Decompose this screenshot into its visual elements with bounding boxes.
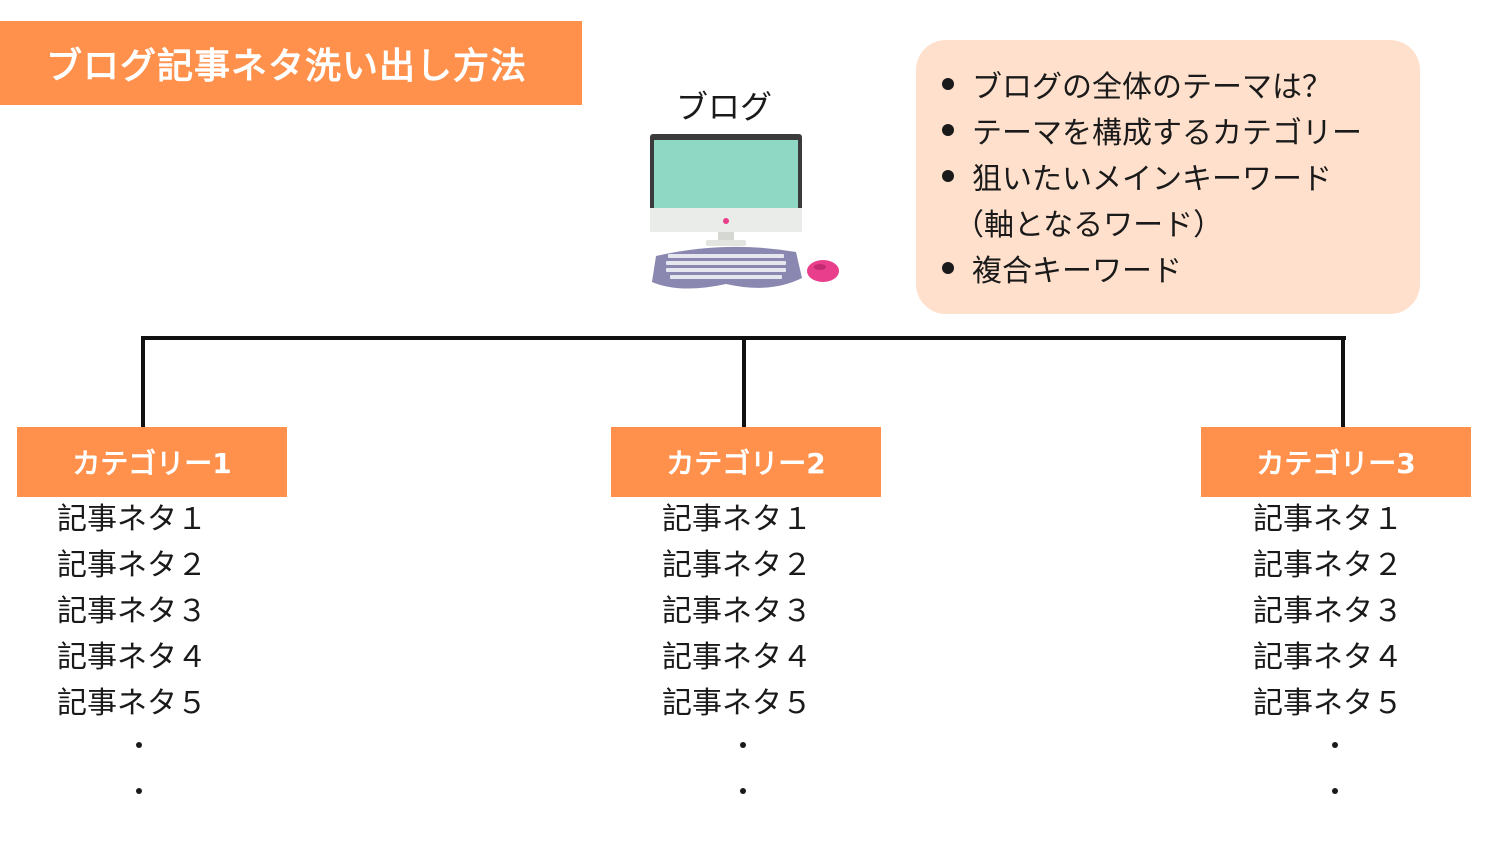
connector-category-3 [1341,336,1345,427]
mouse-button [814,264,826,270]
info-item-label: 複合キーワード [972,254,1182,289]
continuation-dot [1332,742,1338,748]
keyboard-body [652,246,802,289]
bullet-dot [942,78,954,90]
info-item-label: 狙いたいメインキーワード [972,162,1332,197]
info-item-compound-keyword: 複合キーワード [942,246,1182,290]
continuation-dot [1332,788,1338,794]
topic-item: 記事ネタ２ [57,548,207,583]
topic-list-3: 記事ネタ１ 記事ネタ２ 記事ネタ３ 記事ネタ４ 記事ネタ５ [1253,497,1492,727]
topic-item: 記事ネタ４ [1253,640,1403,675]
category-label: カテゴリー3 [1256,447,1416,480]
continuation-dot [136,788,142,794]
category-box-3: カテゴリー3 [1201,427,1471,497]
continuation-dot [740,788,746,794]
topic-item: 記事ネタ１ [57,502,207,537]
info-item-label: ブログの全体のテーマは？ [972,70,1332,105]
topic-item: 記事ネタ３ [662,594,812,629]
mouse-body [807,260,839,282]
monitor-screen [654,140,798,208]
info-box: ブログの全体のテーマは？ テーマを構成するカテゴリー 狙いたいメインキーワード … [916,40,1420,314]
info-item-theme: ブログの全体のテーマは？ [942,62,1332,106]
info-item-categories: テーマを構成するカテゴリー [942,108,1362,152]
topic-item: 記事ネタ２ [662,548,812,583]
monitor-base [706,240,746,246]
monitor-stand [718,232,734,242]
bullet-dot [942,124,954,136]
continuation-dot [740,742,746,748]
continuation-dot [136,742,142,748]
category-box-2: カテゴリー2 [611,427,881,497]
topic-list-2: 記事ネタ１ 記事ネタ２ 記事ネタ３ 記事ネタ４ 記事ネタ５ [662,497,902,727]
info-item-label: テーマを構成するカテゴリー [972,116,1362,151]
page-title: ブログ記事ネタ洗い出し方法 [46,46,528,87]
topic-item: 記事ネタ５ [662,686,812,721]
topic-item: 記事ネタ３ [57,594,207,629]
bullet-dot [942,170,954,182]
info-item-main-keyword: 狙いたいメインキーワード [942,154,1332,198]
category-label: カテゴリー2 [666,447,826,480]
topic-item: 記事ネタ４ [662,640,812,675]
keyboard-keys [666,254,786,279]
topic-item: 記事ネタ４ [57,640,207,675]
category-box-1: カテゴリー1 [17,427,287,497]
topic-list-1: 記事ネタ１ 記事ネタ２ 記事ネタ３ 記事ネタ４ 記事ネタ５ [57,497,297,727]
topic-item: 記事ネタ５ [1253,686,1403,721]
connector-category-1 [141,336,145,427]
title-banner: ブログ記事ネタ洗い出し方法 [0,21,582,105]
topic-item: 記事ネタ１ [1253,502,1403,537]
root-label: ブログ [676,88,773,126]
bullet-dot [942,262,954,274]
info-item-label: （軸となるワード） [954,208,1224,243]
topic-item: 記事ネタ２ [1253,548,1403,583]
connector-category-2 [742,338,746,427]
topic-item: 記事ネタ３ [1253,594,1403,629]
category-label: カテゴリー1 [72,447,232,480]
desktop-computer-icon [650,134,839,289]
topic-item: 記事ネタ５ [57,686,207,721]
power-led [723,218,729,224]
topic-item: 記事ネタ１ [662,502,812,537]
info-item-axis-word: （軸となるワード） [954,200,1223,244]
